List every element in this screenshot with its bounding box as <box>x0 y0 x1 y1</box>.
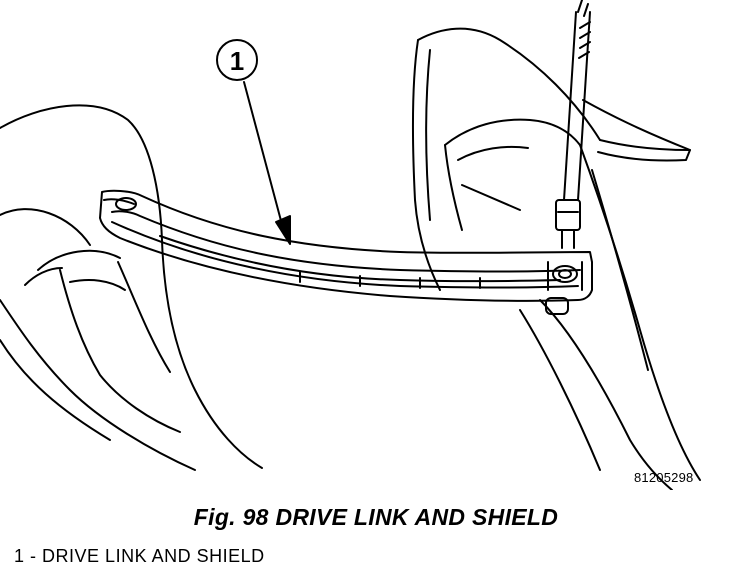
callout-leader <box>244 82 290 244</box>
right-seat-panel <box>413 29 700 490</box>
callout-bubble <box>217 40 257 80</box>
drive-link-and-shield <box>100 191 592 314</box>
figure-caption: Fig. 98 DRIVE LINK AND SHIELD <box>193 504 559 530</box>
drive-link-and-shield-illustration: 1 <box>0 0 752 490</box>
left-seat-outline <box>0 105 262 470</box>
legend-number: 1 <box>14 546 25 566</box>
callout-number: 1 <box>230 46 244 76</box>
actuator-rod <box>556 0 590 248</box>
legend-item: 1 - DRIVE LINK AND SHIELD <box>14 546 265 567</box>
figure-id: 81205298 <box>634 470 694 485</box>
legend-text: DRIVE LINK AND SHIELD <box>42 546 265 566</box>
legend-separator: - <box>30 546 37 566</box>
